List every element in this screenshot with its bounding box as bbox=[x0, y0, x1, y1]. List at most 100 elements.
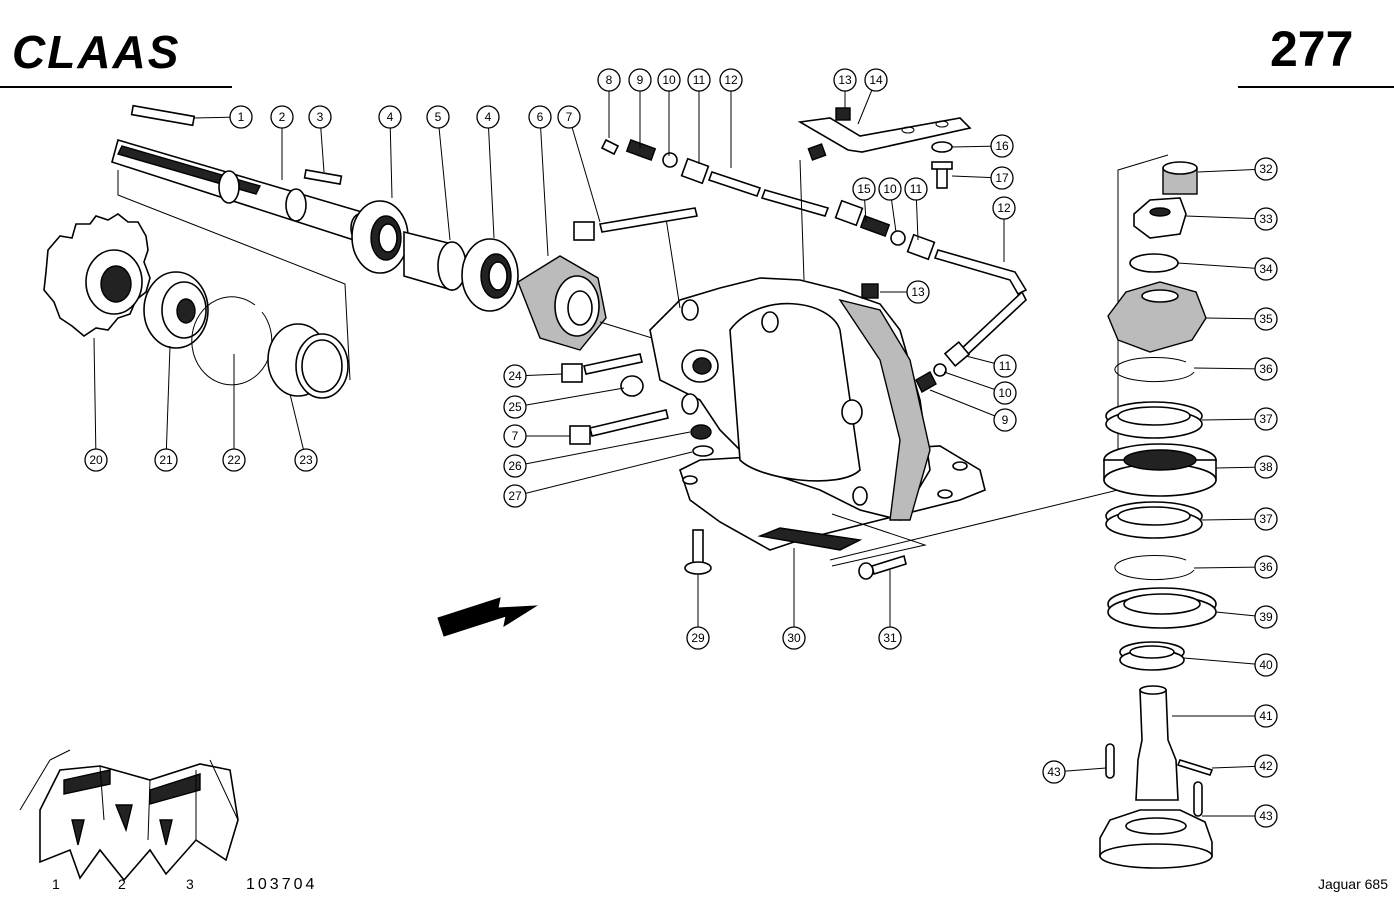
drawing-number: 103704 bbox=[246, 876, 317, 893]
callout-circle bbox=[906, 280, 930, 304]
callout-21: 21 bbox=[154, 345, 178, 472]
callout-circle bbox=[992, 196, 1016, 220]
callout-label: 9 bbox=[637, 73, 644, 87]
callout-label: 11 bbox=[693, 73, 706, 87]
callout-15: 15 bbox=[852, 177, 876, 223]
callout-leader bbox=[568, 116, 601, 223]
callout-label: 1 bbox=[238, 110, 245, 124]
callout-circle bbox=[229, 105, 253, 129]
callout-37: 37 bbox=[1201, 407, 1278, 431]
callout-label: 13 bbox=[838, 73, 852, 87]
callout-9: 9 bbox=[628, 68, 652, 148]
callout-label: 42 bbox=[1259, 759, 1273, 773]
brand-logo: CLAAS bbox=[12, 26, 180, 78]
callout-label: 5 bbox=[435, 110, 442, 124]
callout-43: 43 bbox=[1202, 804, 1278, 828]
fitting-part-9 bbox=[625, 139, 657, 161]
callout-40: 40 bbox=[1183, 653, 1278, 677]
callout-circle bbox=[1254, 653, 1278, 677]
callout-label: 23 bbox=[299, 453, 313, 467]
callout-label: 10 bbox=[662, 73, 676, 87]
callout-circle bbox=[1254, 407, 1278, 431]
callout-leader bbox=[389, 116, 393, 199]
callout-circle bbox=[686, 626, 710, 650]
callout-5: 5 bbox=[426, 105, 451, 241]
callout-label: 8 bbox=[606, 73, 613, 87]
callout-7: 7 bbox=[503, 424, 570, 448]
callout-circle bbox=[1254, 257, 1278, 281]
callout-11: 11 bbox=[904, 177, 928, 241]
callout-label: 26 bbox=[508, 459, 522, 473]
callout-label: 20 bbox=[89, 453, 103, 467]
drive-shaft-assembly bbox=[111, 104, 607, 381]
location-thumbnail: 1 2 3 bbox=[19, 749, 239, 892]
bracket-assembly bbox=[797, 107, 972, 189]
callout-circle bbox=[1254, 555, 1278, 579]
callout-label: 21 bbox=[159, 453, 173, 467]
callout-label: 43 bbox=[1259, 809, 1273, 823]
callout-23: 23 bbox=[289, 393, 318, 472]
callout-circle bbox=[878, 177, 902, 201]
callout-circle bbox=[222, 448, 246, 472]
callout-6: 6 bbox=[528, 105, 552, 257]
callout-circle bbox=[782, 626, 806, 650]
callout-12: 12 bbox=[992, 196, 1016, 262]
thumbnail-unit-1: 1 bbox=[52, 876, 60, 892]
callout-31: 31 bbox=[878, 570, 902, 650]
sprocket-assembly bbox=[43, 213, 349, 399]
callout-circle bbox=[476, 105, 500, 129]
callout-circle bbox=[1254, 455, 1278, 479]
callout-label: 27 bbox=[508, 489, 522, 503]
bolt-part-7b bbox=[589, 409, 669, 437]
callout-label: 24 bbox=[508, 369, 522, 383]
callout-32: 32 bbox=[1197, 157, 1278, 181]
callout-circle bbox=[557, 105, 581, 129]
nut-part-26 bbox=[690, 424, 712, 440]
callout-8: 8 bbox=[597, 68, 621, 138]
callout-leader bbox=[514, 431, 691, 467]
callout-41: 41 bbox=[1172, 704, 1278, 728]
callout-circle bbox=[1254, 754, 1278, 778]
callout-circle bbox=[1042, 760, 1066, 784]
callout-24: 24 bbox=[503, 364, 563, 388]
callout-2: 2 bbox=[270, 105, 294, 180]
callout-label: 16 bbox=[995, 139, 1009, 153]
nut-part-13a bbox=[835, 107, 851, 121]
callout-label: 25 bbox=[508, 400, 522, 414]
callout-leader bbox=[1193, 367, 1267, 370]
callout-circle bbox=[993, 381, 1017, 405]
callout-label: 14 bbox=[869, 73, 883, 87]
callout-35: 35 bbox=[1205, 307, 1278, 331]
washer-part-16 bbox=[931, 141, 953, 153]
callout-20: 20 bbox=[84, 337, 108, 472]
callout-3: 3 bbox=[308, 105, 332, 173]
callout-label: 9 bbox=[1002, 413, 1009, 427]
nut-part-13b bbox=[861, 283, 879, 299]
callout-label: 36 bbox=[1259, 560, 1273, 574]
callout-label: 10 bbox=[998, 386, 1012, 400]
callout-9: 9 bbox=[929, 389, 1017, 432]
callout-label: 40 bbox=[1259, 658, 1273, 672]
callout-label: 3 bbox=[317, 110, 324, 124]
circlip-part-36b bbox=[1114, 555, 1195, 581]
callout-34: 34 bbox=[1177, 257, 1278, 281]
ring-part-10 bbox=[662, 152, 678, 168]
vertical-shaft-assembly bbox=[829, 154, 1217, 869]
callout-11: 11 bbox=[965, 354, 1017, 378]
callout-39: 39 bbox=[1215, 605, 1278, 629]
callout-label: 22 bbox=[227, 453, 241, 467]
callout-29: 29 bbox=[686, 574, 710, 650]
direction-arrow bbox=[437, 597, 538, 637]
callout-leader bbox=[929, 389, 1006, 421]
callout-circle bbox=[1254, 207, 1278, 231]
callout-circle bbox=[864, 68, 888, 92]
callout-label: 7 bbox=[566, 110, 573, 124]
callout-circle bbox=[503, 395, 527, 419]
callout-leader bbox=[487, 116, 495, 239]
callout-leader bbox=[1185, 215, 1267, 220]
callout-label: 12 bbox=[724, 73, 738, 87]
callout-13: 13 bbox=[880, 280, 930, 304]
callout-label: 36 bbox=[1259, 362, 1273, 376]
nipple-part-8 bbox=[600, 138, 620, 156]
